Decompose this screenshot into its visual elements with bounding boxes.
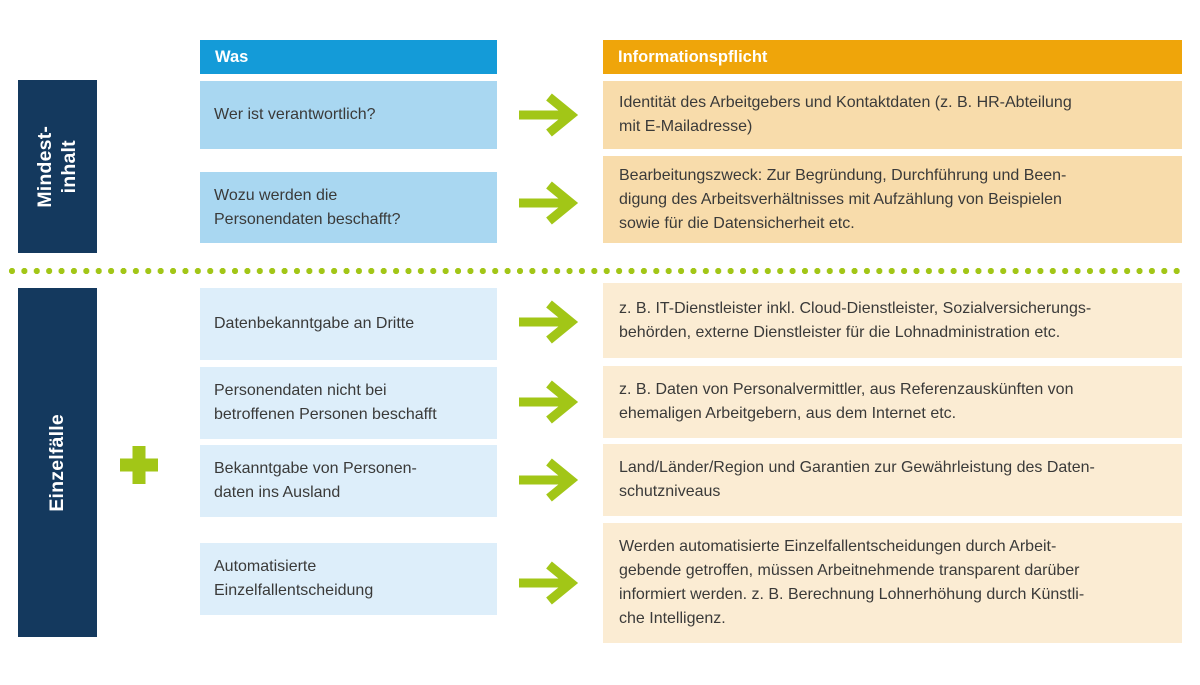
section-label-einzelfaelle: Einzelfälle	[45, 413, 68, 512]
column-header-was: Was	[200, 40, 497, 74]
right-arrow-icon	[519, 458, 579, 502]
what-text: Wozu werden die Personendaten beschafft?	[214, 186, 401, 228]
section-bar-einzelfaelle: Einzelfälle	[18, 288, 97, 637]
column-header-was-label: Was	[215, 47, 249, 66]
what-box-wozu: Wozu werden die Personendaten beschafft?	[200, 172, 497, 243]
section-label-mindestinhalt: Mindest- inhalt	[33, 125, 80, 208]
duty-box-garantien: Land/Länder/Region und Garantien zur Gew…	[603, 444, 1182, 516]
column-header-informationspflicht-label: Informationspflicht	[618, 47, 768, 66]
what-box-dritte: Datenbekanntgabe an Dritte	[200, 288, 497, 360]
duty-text: Identität des Arbeitgebers und Kontaktda…	[619, 94, 1072, 135]
duty-box-identitaet: Identität des Arbeitgebers und Kontaktda…	[603, 81, 1182, 149]
what-box-automatisiert: Automatisierte Einzelfallentscheidung	[200, 543, 497, 615]
right-arrow-icon	[519, 93, 579, 137]
duty-text: Werden automatisierte Einzelfallentschei…	[619, 538, 1085, 627]
what-text: Personendaten nicht bei betroffenen Pers…	[214, 382, 437, 423]
right-arrow-icon	[519, 300, 579, 344]
what-text: Automatisierte Einzelfallentscheidung	[214, 558, 374, 599]
duty-box-personalvermittler: z. B. Daten von Personalvermittler, aus …	[603, 366, 1182, 438]
plus-icon	[120, 446, 158, 484]
duty-text: Bearbeitungszweck: Zur Begründung, Durch…	[619, 166, 1067, 232]
duty-text: Land/Länder/Region und Garantien zur Gew…	[619, 459, 1095, 500]
what-box-ausland: Bekanntgabe von Personen- daten ins Ausl…	[200, 445, 497, 517]
what-text: Datenbekanntgabe an Dritte	[214, 315, 415, 332]
dotted-line-separator	[8, 267, 1184, 275]
what-box-nicht-bei-betroffenen: Personendaten nicht bei betroffenen Pers…	[200, 367, 497, 439]
duty-box-einzelfallentscheidungen: Werden automatisierte Einzelfallentschei…	[603, 523, 1182, 643]
duty-text: z. B. Daten von Personalvermittler, aus …	[619, 381, 1074, 422]
what-text: Wer ist verantwortlich?	[214, 106, 376, 123]
section-bar-mindestinhalt: Mindest- inhalt	[18, 80, 97, 253]
duty-box-dienstleister: z. B. IT-Dienstleister inkl. Cloud-Diens…	[603, 283, 1182, 358]
what-box-verantwortlich: Wer ist verantwortlich?	[200, 81, 497, 149]
duty-box-bearbeitungszweck: Bearbeitungszweck: Zur Begründung, Durch…	[603, 156, 1182, 243]
duty-text: z. B. IT-Dienstleister inkl. Cloud-Diens…	[619, 299, 1092, 341]
right-arrow-icon	[519, 380, 579, 424]
right-arrow-icon	[519, 561, 579, 605]
right-arrow-icon	[519, 181, 579, 225]
what-text: Bekanntgabe von Personen- daten ins Ausl…	[214, 460, 417, 501]
column-header-informationspflicht: Informationspflicht	[603, 40, 1182, 74]
